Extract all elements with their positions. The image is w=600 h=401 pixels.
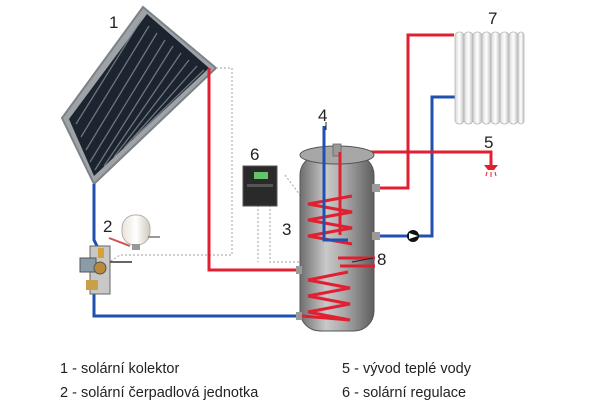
heater-element	[338, 256, 375, 268]
legend: 1 - solární kolektor 5 - vývod teplé vod…	[0, 356, 600, 401]
expansion-vessel-icon	[108, 214, 160, 250]
controller-icon	[242, 165, 278, 207]
circulation-pump-icon	[407, 230, 419, 242]
hot-pipe	[207, 33, 493, 272]
legend-item-6: 6 - solární regulace	[342, 385, 467, 401]
legend-item-5: 5 - vývod teplé vody	[342, 361, 471, 377]
label-4-hot-water-tube: 4	[318, 106, 327, 125]
label-5-hot-water-outlet: 5	[484, 133, 493, 152]
legend-item-2: 2 - solární čerpadlová jednotka	[60, 385, 259, 401]
signal-wire	[99, 67, 301, 269]
leader-line	[325, 122, 374, 263]
lower-coil	[301, 270, 351, 322]
radiator-icon	[454, 31, 525, 125]
storage-tank-icon	[296, 143, 380, 332]
pump-group-icon	[79, 245, 132, 295]
solar-collector-icon	[60, 5, 218, 186]
label-1-collector: 1	[109, 13, 118, 32]
shower-head-icon	[484, 165, 498, 177]
label-3-tank: 3	[282, 220, 291, 239]
label-6-controller: 6	[250, 145, 259, 164]
upper-coil	[307, 194, 353, 246]
hot-water-tube	[322, 126, 348, 242]
label-7-radiator: 7	[488, 9, 497, 28]
legend-item-1: 1 - solární kolektor	[60, 361, 180, 377]
label-2-pump-unit: 2	[103, 217, 112, 236]
label-8-heater: 8	[377, 250, 386, 269]
